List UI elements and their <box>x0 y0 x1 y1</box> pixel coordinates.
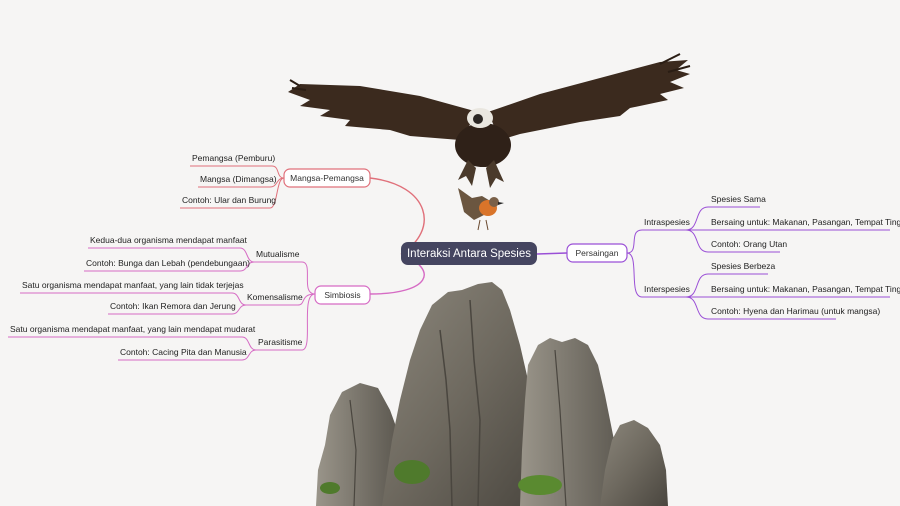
interspecies-item-resources[interactable]: Bersaing untuk: Makanan, Pasangan, Tempa… <box>711 284 900 294</box>
interspecies-item-example[interactable]: Contoh: Hyena dan Harimau (untuk mangsa) <box>711 306 881 316</box>
predator-pill-border <box>283 168 371 188</box>
predator-item-example[interactable]: Contoh: Ular dan Burung <box>182 195 277 205</box>
symbiosis-mutualism[interactable]: Mutualisme <box>256 249 300 259</box>
rock-formation-illustration <box>316 282 668 506</box>
intraspecies-item-example[interactable]: Contoh: Orang Utan <box>711 239 788 249</box>
competition-intraspecies[interactable]: Intraspesies <box>644 217 690 227</box>
mutualism-item-definition[interactable]: Kedua-dua organisma mendapat manfaat <box>90 235 247 245</box>
interspecies-item-different[interactable]: Spesies Berbeza <box>711 261 776 271</box>
mutualism-item-example[interactable]: Contoh: Bunga dan Lebah (pendebungaan) <box>86 258 251 268</box>
branch-predator-prey[interactable]: Mangsa-Pemangsa <box>290 173 364 183</box>
commensalism-item-example[interactable]: Contoh: Ikan Remora dan Jerung <box>110 301 236 311</box>
intraspecies-item-resources[interactable]: Bersaing untuk: Makanan, Pasangan, Tempa… <box>711 217 900 227</box>
symbiosis-parasitism[interactable]: Parasitisme <box>258 337 303 347</box>
parasitism-item-example[interactable]: Contoh: Cacing Pita dan Manusia <box>120 347 247 357</box>
predator-item-predator[interactable]: Pemangsa (Pemburu) <box>192 153 276 163</box>
parasitism-item-definition[interactable]: Satu organisma mendapat manfaat, yang la… <box>10 324 256 334</box>
branch-symbiosis[interactable]: Simbiosis <box>324 290 361 300</box>
robin-illustration <box>458 188 504 231</box>
competition-interspecies[interactable]: Interspesies <box>644 284 690 294</box>
vulture-illustration <box>288 53 691 188</box>
competition-connectors <box>626 206 890 320</box>
branch-competition[interactable]: Persaingan <box>575 248 619 258</box>
connector-central-competition <box>536 252 568 255</box>
commensalism-item-definition[interactable]: Satu organisma mendapat manfaat, yang la… <box>22 280 244 290</box>
predator-connectors <box>180 165 285 209</box>
intraspecies-item-same[interactable]: Spesies Sama <box>711 194 766 204</box>
symbiosis-connectors <box>8 247 316 361</box>
central-topic[interactable]: Interaksi Antara Spesies <box>401 242 537 265</box>
predator-item-prey[interactable]: Mangsa (Dimangsa) <box>200 174 277 184</box>
competition-pill-border <box>566 243 628 263</box>
symbiosis-commensalism[interactable]: Komensalisme <box>247 292 303 302</box>
symbiosis-pill-border <box>314 285 371 305</box>
